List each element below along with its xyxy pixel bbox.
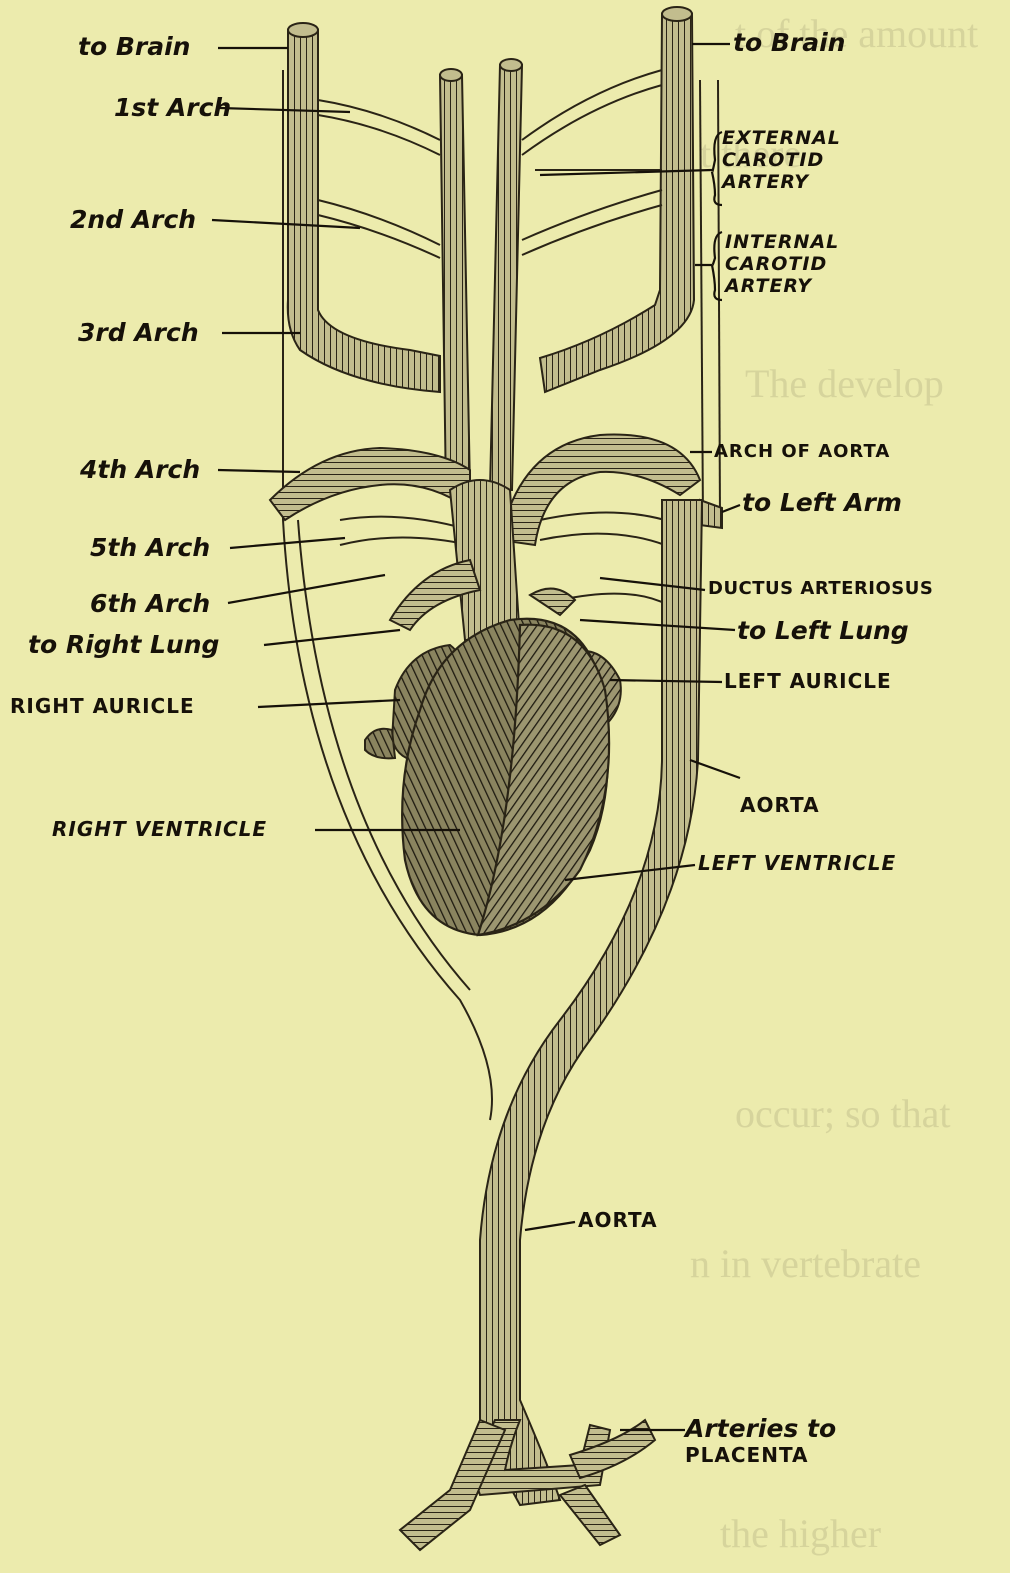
label-left-ventricle: LEFT VENTRICLE — [698, 853, 896, 873]
fourth-arch-left — [270, 448, 470, 520]
label-internal-carotid-line-1: INTERNAL — [725, 232, 839, 254]
left-lung-branch — [530, 589, 575, 615]
label-fourth-arch: 4th Arch — [80, 457, 200, 482]
label-to-left-lung: to Left Lung — [737, 618, 909, 643]
label-to-brain-right: to Brain — [733, 30, 845, 55]
label-sixth-arch: 6th Arch — [90, 591, 210, 616]
central-trunk — [450, 480, 520, 640]
label-left-auricle: LEFT AURICLE — [724, 671, 892, 691]
label-ductus-arteriosus: DUCTUS ARTERIOSUS — [708, 580, 933, 598]
label-internal-carotid-artery: INTERNAL CAROTID ARTERY — [725, 232, 839, 298]
label-right-ventricle: RIGHT VENTRICLE — [52, 819, 267, 839]
label-arteries-to-line-2: PLACENTA — [685, 1445, 836, 1465]
label-aorta-upper: AORTA — [740, 795, 820, 815]
label-arteries-to-placenta: Arteries to PLACENTA — [685, 1416, 836, 1465]
label-to-brain-left: to Brain — [78, 34, 190, 59]
central-vessels — [440, 59, 522, 495]
label-external-carotid-line-3: ARTERY — [722, 172, 841, 194]
label-fifth-arch: 5th Arch — [90, 535, 210, 560]
label-external-carotid-line-2: CAROTID — [722, 150, 841, 172]
label-external-carotid-artery: EXTERNAL CAROTID ARTERY — [722, 128, 841, 194]
label-third-arch: 3rd Arch — [78, 320, 199, 345]
left-carotid-vessel — [288, 23, 440, 392]
label-right-auricle: RIGHT AURICLE — [10, 696, 195, 716]
right-carotid-vessel — [540, 7, 694, 392]
label-external-carotid-line-1: EXTERNAL — [722, 128, 841, 150]
label-to-right-lung: to Right Lung — [28, 632, 219, 657]
label-internal-carotid-line-3: ARTERY — [725, 276, 839, 298]
label-internal-carotid-line-2: CAROTID — [725, 254, 839, 276]
label-aorta-lower: AORTA — [578, 1210, 658, 1230]
label-arteries-to-line-1: Arteries to — [685, 1416, 836, 1441]
brace-marks — [712, 132, 722, 300]
label-second-arch: 2nd Arch — [70, 207, 196, 232]
label-arch-of-aorta: ARCH OF AORTA — [714, 443, 890, 461]
label-first-arch: 1st Arch — [114, 95, 231, 120]
label-to-left-arm: to Left Arm — [742, 490, 902, 515]
